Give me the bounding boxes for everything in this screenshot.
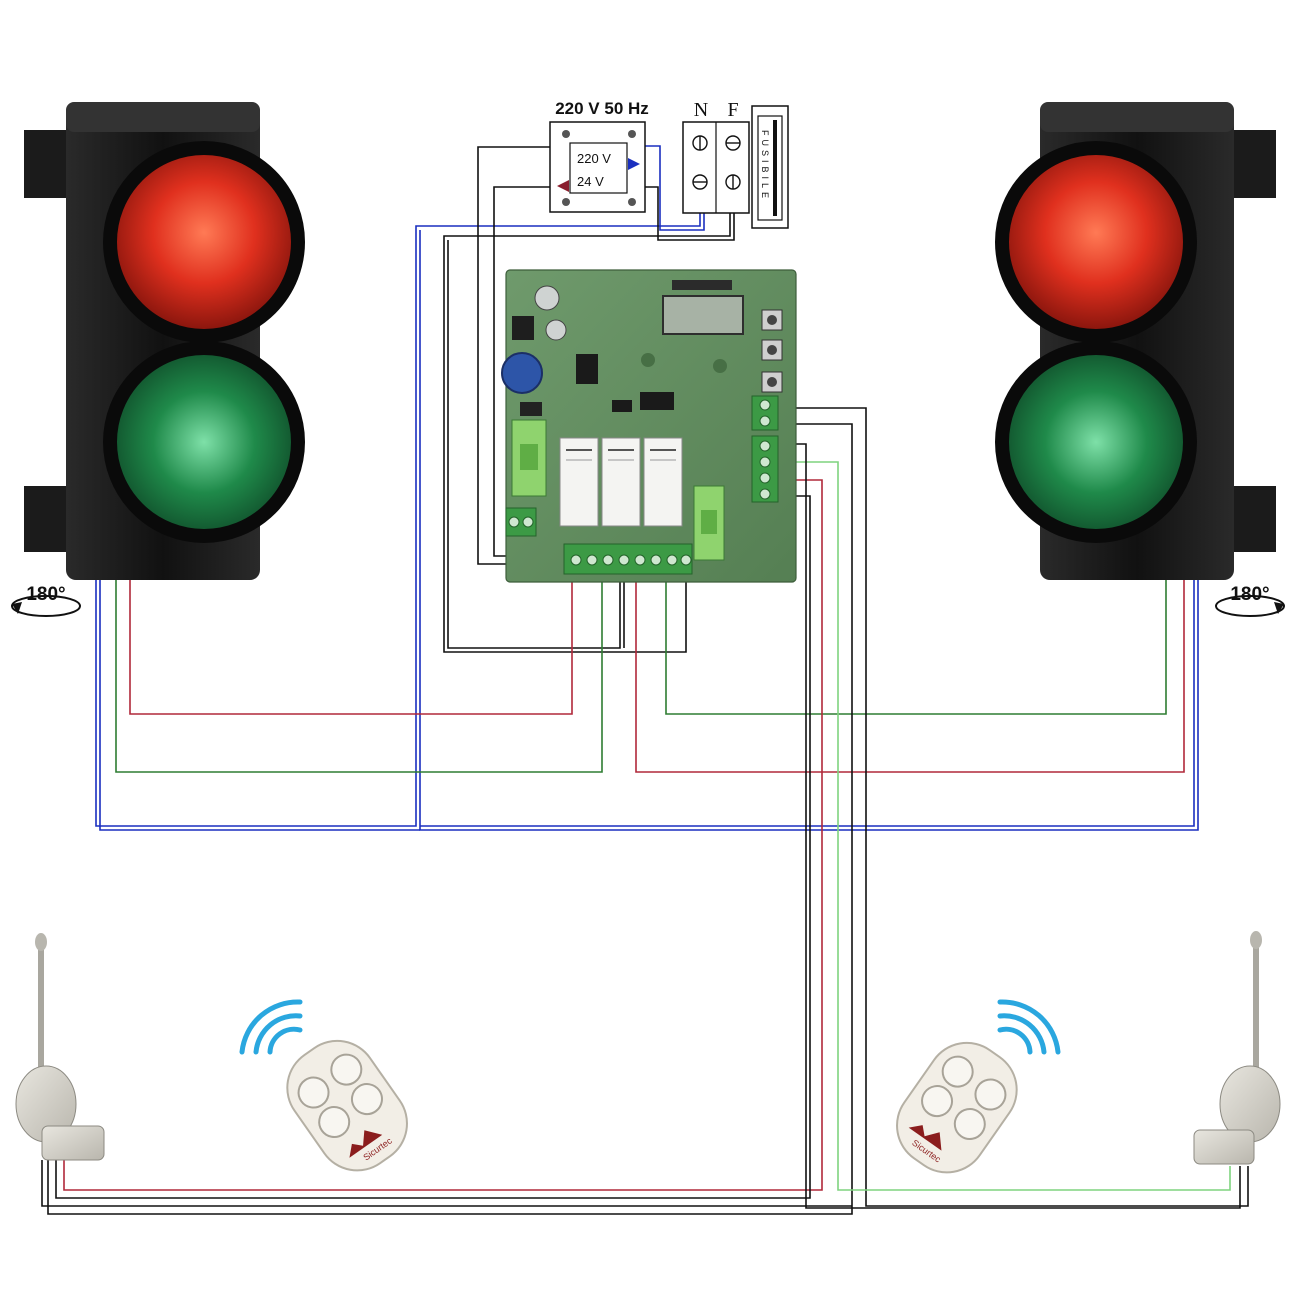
rotation-indicator: 180° xyxy=(1215,584,1285,617)
brand-logo-icon xyxy=(908,1125,942,1151)
capacitor xyxy=(501,352,543,394)
black-wire xyxy=(443,213,731,653)
screw xyxy=(562,130,570,138)
board-buttons[interactable] xyxy=(761,309,783,393)
control-board xyxy=(501,269,797,583)
brand-logo-icon xyxy=(349,1130,383,1158)
voltage-regulator xyxy=(512,316,534,340)
remote-button[interactable] xyxy=(325,1049,367,1091)
phase-label: F xyxy=(727,99,738,121)
black-wire xyxy=(780,443,1241,1209)
remote-button[interactable] xyxy=(916,1080,958,1122)
remote-button[interactable] xyxy=(937,1051,979,1093)
red-wire xyxy=(635,578,1185,773)
relays xyxy=(559,437,683,527)
black-wire xyxy=(41,1160,852,1207)
screw xyxy=(628,130,636,138)
remote-body xyxy=(896,1041,1018,1174)
remote-button[interactable] xyxy=(293,1072,335,1114)
blue-wire xyxy=(99,580,420,831)
rotate-arrow-icon xyxy=(1274,602,1284,614)
right-terminals xyxy=(751,395,779,503)
red-lamp xyxy=(103,141,305,343)
remote-button[interactable] xyxy=(970,1074,1012,1116)
ic-chip xyxy=(640,392,674,410)
mounting-bracket xyxy=(24,130,70,198)
ic-chip xyxy=(612,400,632,412)
input-arrow-icon xyxy=(628,158,640,170)
antenna-base xyxy=(1193,1129,1255,1165)
transformer-core xyxy=(569,142,628,194)
power-supply: 220 V 50 Hz 220 V 24 V N F FUSIBILE xyxy=(549,99,789,229)
screw xyxy=(562,198,570,206)
left-remote: Sicurtec xyxy=(239,999,408,1172)
wiring xyxy=(41,145,1249,1215)
capacitor xyxy=(545,319,567,341)
fuse xyxy=(757,115,783,221)
remote-button[interactable] xyxy=(313,1101,355,1143)
blue-wire xyxy=(645,145,705,231)
fuse-element xyxy=(773,120,777,216)
green-lamp xyxy=(995,341,1197,543)
black-wire xyxy=(47,423,853,1215)
black-wire xyxy=(776,407,1249,1207)
supply-label: 220 V 50 Hz xyxy=(555,99,649,118)
green-wire xyxy=(115,578,603,773)
rotate-arrow-icon xyxy=(12,602,22,614)
lcd-connector xyxy=(672,280,732,290)
mounting-bracket xyxy=(1230,130,1276,198)
remote-button[interactable] xyxy=(949,1103,991,1145)
light-green-wire xyxy=(780,461,1231,1191)
right-traffic-light: 180° xyxy=(995,102,1285,617)
transistor xyxy=(520,402,542,416)
green-wire xyxy=(665,578,1167,715)
blue-wire xyxy=(95,213,701,827)
antenna-base xyxy=(41,1125,105,1161)
blue-wire xyxy=(419,230,1199,831)
output-arrow-icon xyxy=(557,180,569,192)
primary-voltage-label: 220 V xyxy=(577,151,611,166)
red-wire xyxy=(129,578,573,715)
relay xyxy=(643,437,683,527)
black-wire xyxy=(447,240,621,649)
red-lamp xyxy=(995,141,1197,343)
capacitor xyxy=(534,285,560,311)
signal-waves-icon xyxy=(239,999,303,1055)
header-pins xyxy=(576,354,598,384)
remote-body xyxy=(286,1039,408,1172)
right-remote: Sicurtec xyxy=(896,999,1061,1174)
black-wire xyxy=(55,495,811,1199)
mounting-hole xyxy=(641,353,655,367)
mounting-bracket xyxy=(24,486,70,552)
mounting-hole xyxy=(713,359,727,373)
green-lamp xyxy=(103,341,305,543)
red-wire xyxy=(63,479,823,1191)
signal-waves-icon xyxy=(997,999,1061,1055)
rotation-label: 180° xyxy=(26,584,65,605)
rotation-indicator: 180° xyxy=(11,584,81,617)
left-antenna xyxy=(15,933,105,1161)
blue-wire xyxy=(420,580,1195,827)
secondary-voltage-label: 24 V xyxy=(577,174,604,189)
lcd-display xyxy=(662,295,744,335)
bottom-terminals xyxy=(563,543,693,575)
rotation-label: 180° xyxy=(1230,584,1269,605)
relay xyxy=(601,437,641,527)
mounting-bracket xyxy=(1230,486,1276,552)
right-antenna xyxy=(1193,931,1281,1165)
left-traffic-light: 180° xyxy=(11,102,305,617)
fuse-label: FUSIBILE xyxy=(760,130,770,202)
black-wire xyxy=(640,186,735,241)
screw xyxy=(628,198,636,206)
power-input-terminal xyxy=(505,507,537,537)
remote-button[interactable] xyxy=(346,1078,388,1120)
neutral-label: N xyxy=(694,99,708,121)
relay xyxy=(559,437,599,527)
terminal-screws xyxy=(692,135,741,190)
